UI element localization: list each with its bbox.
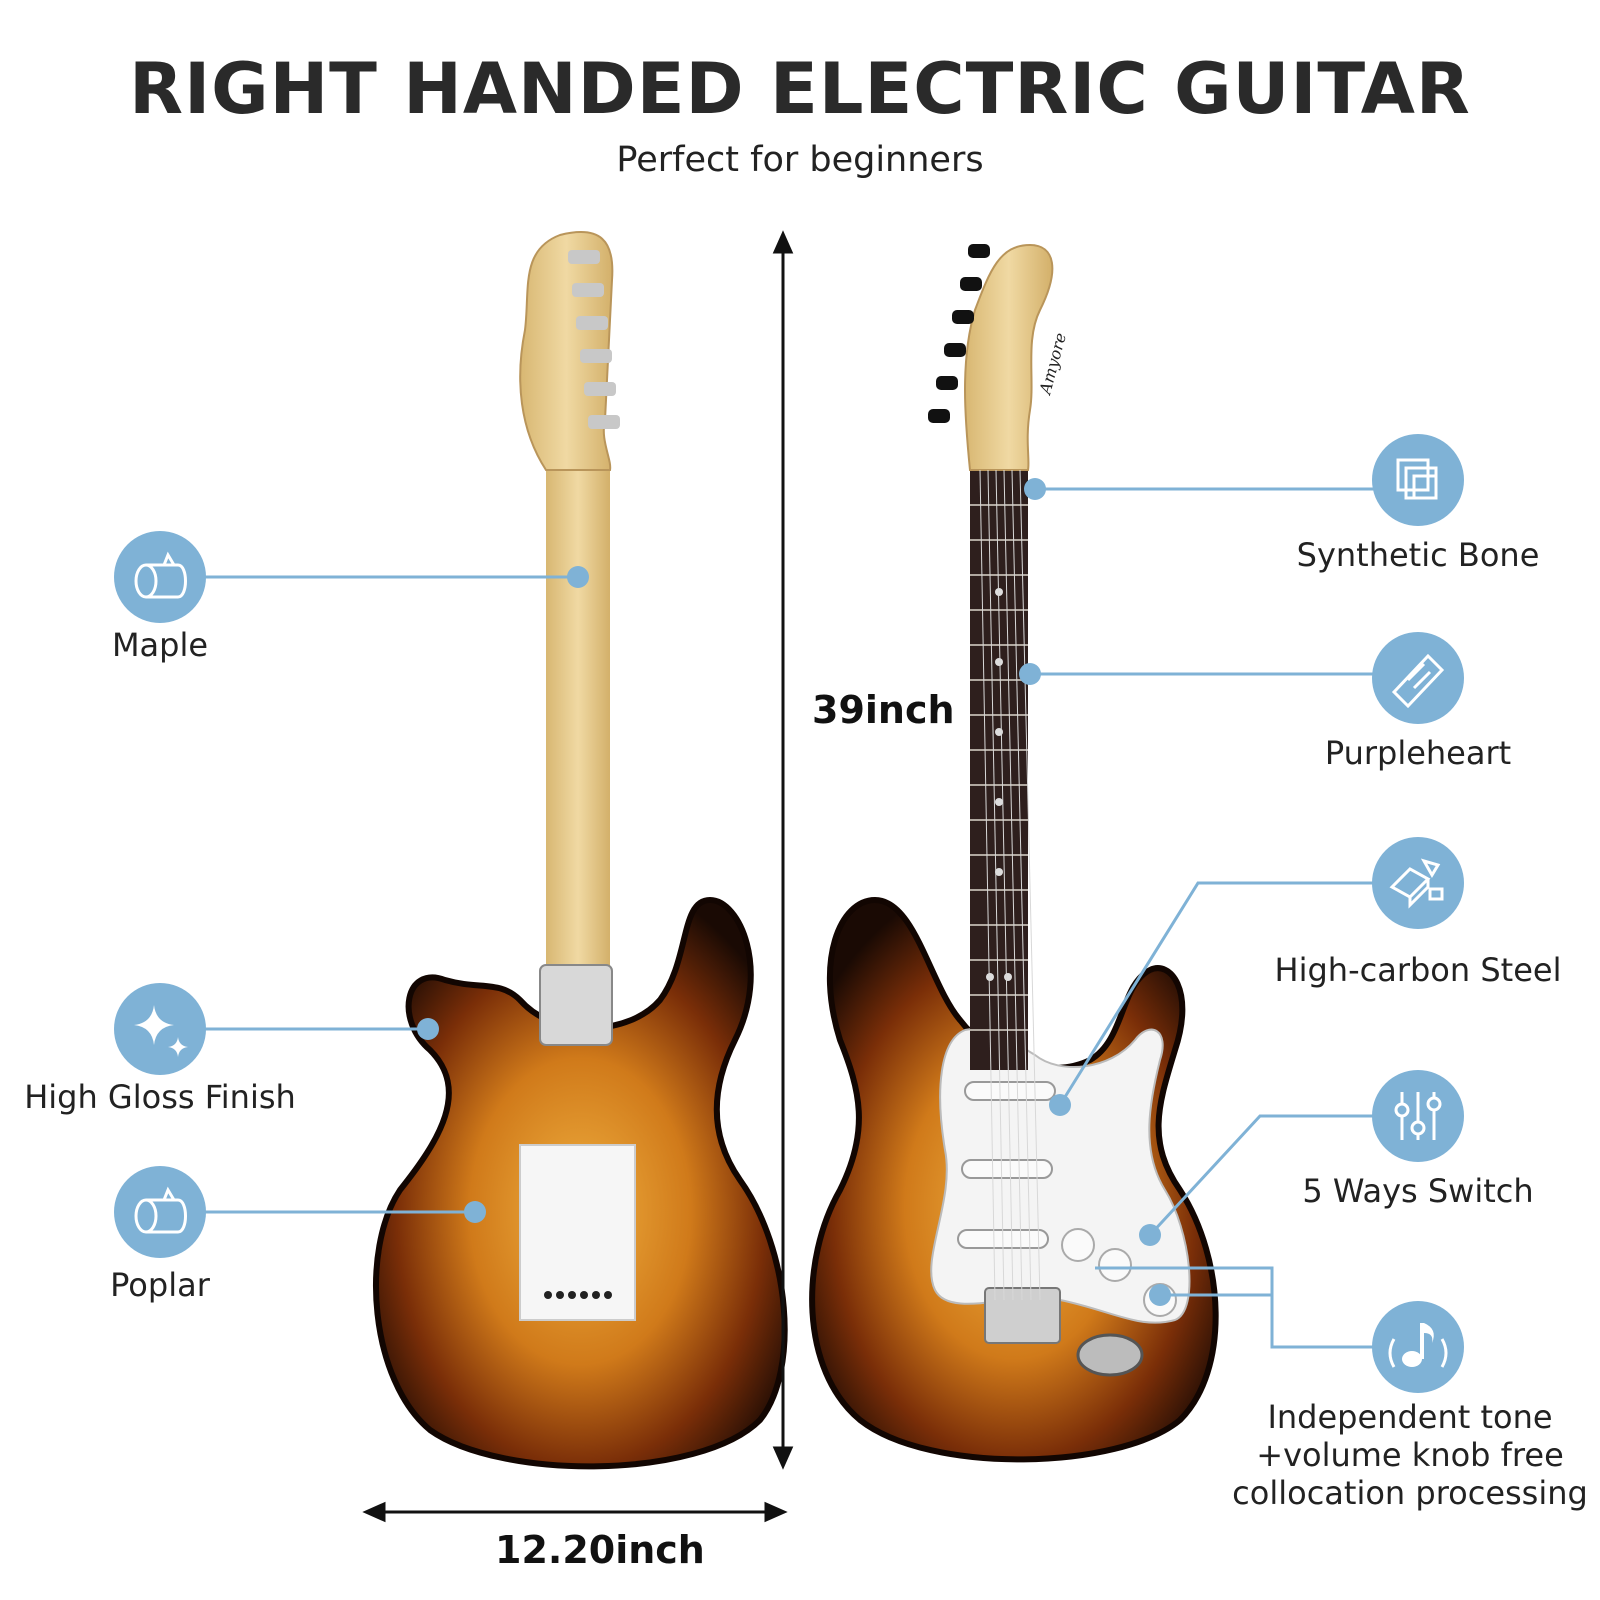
guitar-back-neck [546,455,610,975]
pickguard [930,1028,1191,1324]
guitar-front-view: Amyore [809,243,1219,1463]
tuner-pegs-back [568,250,620,429]
height-dimension-arrow [772,230,794,1470]
music-note-icon [1372,1301,1464,1393]
neck-plate [539,964,613,1046]
sliders-icon [1372,1070,1464,1162]
sparkle-icon [114,983,206,1075]
headstock-logo: Amyore [1035,331,1070,398]
feature-label-switch: 5 Ways Switch [1302,1172,1534,1210]
steel-bars-icon [1372,837,1464,929]
feature-label-gloss: High Gloss Finish [24,1078,296,1116]
page-title: RIGHT HANDED ELECTRIC GUITAR [129,48,1471,130]
feature-label-synthetic-bone: Synthetic Bone [1296,536,1540,574]
feature-label-steel: High-carbon Steel [1274,951,1562,989]
callout-lines [205,487,1392,1349]
wood-log-icon [114,531,206,623]
tuner-buttons-front [928,244,990,423]
width-dimension-label: 12.20inch [495,1528,705,1572]
strings [979,469,1041,1301]
bridge [984,1287,1061,1344]
string-holes [544,1291,612,1299]
guitar-back-view [373,231,788,1470]
guitar-front-headstock [964,243,1054,471]
wood-log-icon [114,1166,206,1258]
height-dimension-label: 39inch [812,688,955,732]
feature-label-purpleheart: Purpleheart [1324,734,1512,772]
page-subtitle: Perfect for beginners [616,140,984,180]
callout-dots [417,478,1171,1306]
tremolo-cover [519,1144,636,1321]
wood-plank-icon [1372,632,1464,724]
feature-label-knobs-line3: collocation processing [1232,1474,1588,1512]
layers-icon [1372,434,1464,526]
feature-label-knobs: Independent tone +volume knob free collo… [1225,1398,1595,1512]
feature-label-poplar: Poplar [110,1266,210,1304]
width-dimension-arrow [362,1501,788,1523]
pickups [957,1081,1056,1249]
output-jack [1076,1333,1144,1377]
feature-label-knobs-line1: Independent tone [1267,1398,1553,1436]
feature-label-knobs-line2: +volume knob free [1256,1436,1564,1474]
fretboard [970,470,1028,1070]
feature-label-maple: Maple [111,626,209,664]
